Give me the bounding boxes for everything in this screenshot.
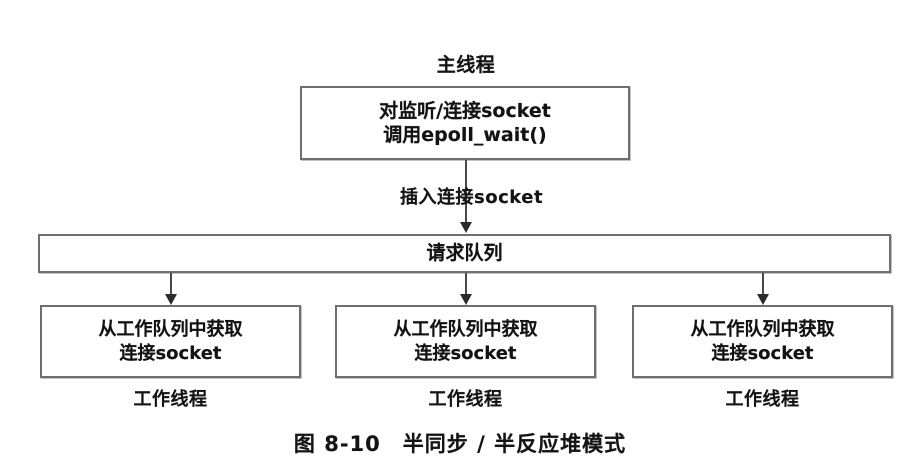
arrow-head-icon xyxy=(757,294,769,305)
worker-box-line-2: 连接socket xyxy=(119,342,222,364)
arrow-shaft xyxy=(465,160,467,224)
arrow-head-icon xyxy=(460,294,472,305)
insert-socket-edge-label: 插入连接socket xyxy=(400,187,544,208)
worker-box-line-1: 从工作队列中获取 xyxy=(690,319,835,341)
figure-caption: 图 8-10 半同步 / 半反应堆模式 xyxy=(293,432,627,456)
worker-box-line-2: 连接socket xyxy=(711,342,814,364)
worker-thread-caption-2: 工作线程 xyxy=(428,389,503,410)
worker-box-3: 从工作队列中获取 连接socket xyxy=(632,305,893,378)
arrow-head-icon xyxy=(165,294,177,305)
worker-thread-caption-3: 工作线程 xyxy=(725,389,800,410)
main-thread-box: 对监听/连接socket 调用epoll_wait() xyxy=(300,86,630,160)
main-thread-box-line-1: 对监听/连接socket xyxy=(379,99,551,122)
worker-box-line-2: 连接socket xyxy=(414,342,517,364)
arrow-shaft xyxy=(465,273,467,295)
arrow-head-icon xyxy=(460,222,472,233)
main-thread-box-line-2: 调用epoll_wait() xyxy=(383,124,547,146)
worker-box-line-1: 从工作队列中获取 xyxy=(98,319,243,341)
worker-box-2: 从工作队列中获取 连接socket xyxy=(335,305,596,378)
request-queue-label: 请求队列 xyxy=(426,242,503,265)
worker-thread-caption-1: 工作线程 xyxy=(133,389,208,410)
arrow-shaft xyxy=(762,273,764,295)
worker-box-line-1: 从工作队列中获取 xyxy=(393,319,538,341)
main-thread-label: 主线程 xyxy=(436,54,496,76)
arrow-shaft xyxy=(170,273,172,295)
worker-box-1: 从工作队列中获取 连接socket xyxy=(40,305,301,378)
request-queue-box: 请求队列 xyxy=(38,234,891,273)
